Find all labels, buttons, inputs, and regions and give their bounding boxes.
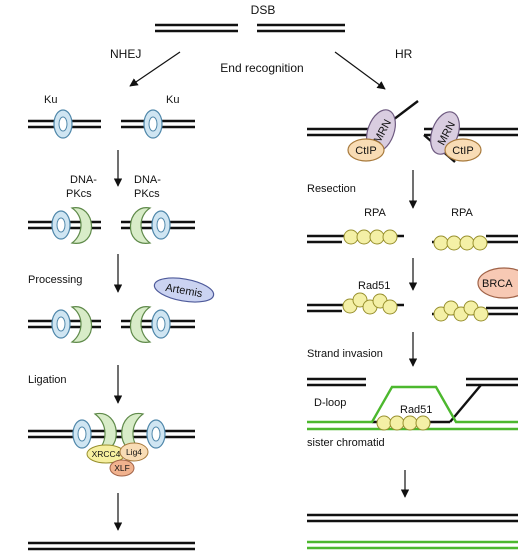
ku-ring-3 [51,309,171,339]
strand-invasion-label: Strand invasion [307,348,383,360]
resection-label: Resection [307,183,356,195]
rad51-right-beads [433,300,489,322]
lig4-label: Lig4 [126,447,142,457]
dnapkcs-left-shape-3 [70,306,93,343]
dsb-label: DSB [251,3,276,17]
sister-chromatid-label: sister chromatid [307,437,385,449]
hr-repaired-dna [307,513,518,550]
end-recognition-label: End recognition [220,61,303,75]
nhej-repaired-dna [28,541,195,551]
dnapkcs-right-shape-3 [129,306,152,343]
brca-label: BRCA [482,278,513,290]
rpa-left-beads [343,229,398,245]
artemis-protein: Artemis [153,277,215,303]
xrcc4-label: XRCC4 [92,449,121,459]
ctip-right-protein: CtIP [444,138,482,162]
brca-protein: BRCA [477,267,518,299]
dnapkcs-left-label-2: PKcs [66,188,92,200]
dnapkcs-right-label-2: PKcs [134,188,160,200]
rad51-top-label: Rad51 [358,280,390,292]
ctip-left-label: CtIP [355,145,376,157]
rpa-right-label: RPA [451,207,473,219]
hr-arrow [334,51,386,90]
dnapkcs-left-label-1: DNA- [70,174,97,186]
dnapkcs-right-label-1: DNA- [134,174,161,186]
dsb-dna-ends [155,23,345,33]
xlf-protein: XLF [109,459,135,477]
ctip-left-protein: CtIP [347,138,385,162]
ku-step-dna [28,119,195,129]
hr-label: HR [395,47,413,61]
rpa-right-beads [433,235,488,251]
lig4-protein: Lig4 [119,442,149,462]
nhej-arrow [129,51,181,87]
ku-right-label: Ku [166,94,179,106]
hr-recognition-dna [307,100,518,163]
nhej-label: NHEJ [110,47,141,61]
dnapkcs-left-shape [70,207,93,244]
ku-ring-2 [51,210,171,240]
rpa-left-label: RPA [364,207,386,219]
xlf-label: XLF [114,463,130,473]
ligation-label: Ligation [28,374,67,386]
rad51-left-beads [342,292,398,315]
ku-left-ring [53,109,73,139]
rad51-bottom-label: Rad51 [400,404,432,416]
processing-label: Processing [28,274,82,286]
ku-ring-4 [72,419,166,449]
dloop-label: D-loop [314,397,346,409]
ku-left-label: Ku [44,94,57,106]
ctip-right-label: CtIP [452,145,473,157]
dloop-rad51-beads [376,415,431,431]
ku-right-ring [143,109,163,139]
dnapkcs-right-shape [129,207,152,244]
